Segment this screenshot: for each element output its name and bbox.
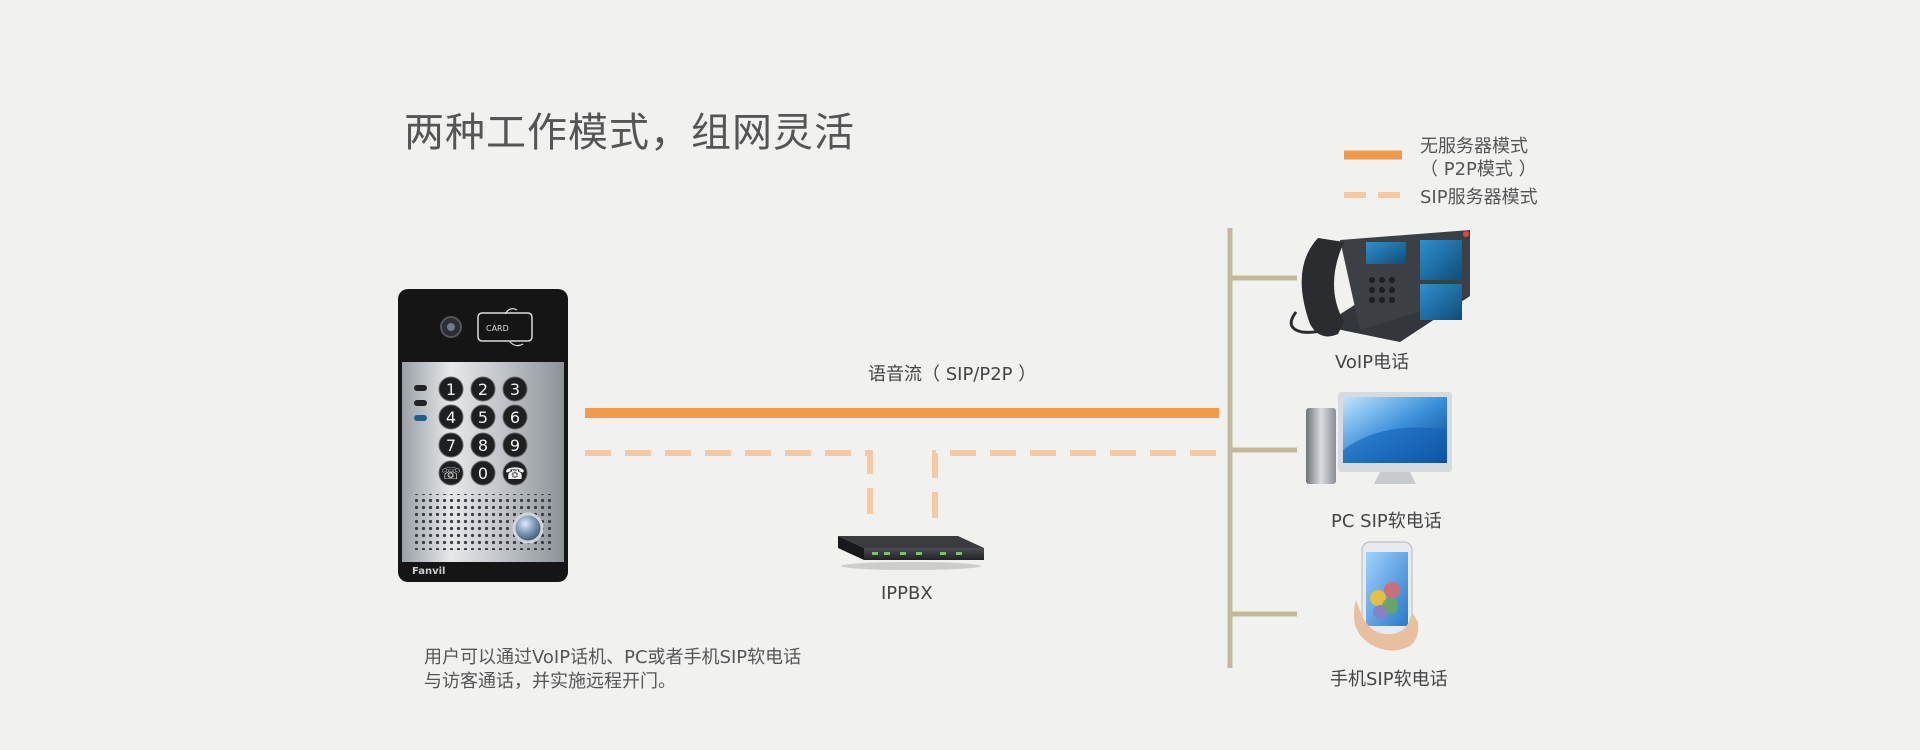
legend-sip-label: SIP服务器模式 (1420, 187, 1538, 208)
voip-phone-label: VoIP电话 (1335, 352, 1410, 373)
keypad-key-label: 0 (478, 464, 488, 483)
pc-soft-label: PC SIP软电话 (1331, 511, 1442, 532)
keypad-key-label: ☎ (505, 464, 525, 483)
sip-path-left (585, 450, 873, 518)
ippbx-label: IPPBX (881, 583, 933, 604)
keypad-key-label: 4 (446, 408, 456, 427)
keypad-key-label: 3 (510, 380, 520, 399)
door-open-button (512, 512, 544, 544)
keypad-key (470, 460, 496, 486)
keypad-key (470, 376, 496, 402)
keypad-key (470, 404, 496, 430)
keypad-key-label: ☏ (441, 464, 461, 483)
keypad-key (502, 432, 528, 458)
sip-path-right (932, 450, 1219, 518)
keypad: 1 2 3 4 5 6 7 8 9 ☏ 0 ☎ (438, 376, 528, 486)
legend-p2p-label-2: （ P2P模式 ） (1420, 159, 1537, 180)
keypad-key (438, 460, 464, 486)
keypad-key-label: 2 (478, 380, 488, 399)
keypad-key (438, 404, 464, 430)
keypad-key (502, 404, 528, 430)
description-line-2: 与访客通话，并实施远程开门。 (424, 671, 676, 692)
stream-label: 语音流（ SIP/P2P ） (868, 364, 1037, 385)
keypad-key-label: 8 (478, 436, 488, 455)
page-title: 两种工作模式，组网灵活 (404, 110, 855, 156)
keypad-key-label: 6 (510, 408, 520, 427)
keypad-key-label: 5 (478, 408, 488, 427)
mobile-soft-label: 手机SIP软电话 (1330, 669, 1448, 690)
keypad-key (438, 376, 464, 402)
keypad-key (470, 432, 496, 458)
keypad-key (502, 460, 528, 486)
keypad-key-label: 7 (446, 436, 456, 455)
keypad-key (438, 432, 464, 458)
legend-p2p-label-1: 无服务器模式 (1420, 136, 1528, 157)
keypad-key-label: 1 (446, 380, 456, 399)
keypad-key (502, 376, 528, 402)
keypad-key-label: 9 (510, 436, 520, 455)
description-line-1: 用户可以通过VoIP话机、PC或者手机SIP软电话 (424, 647, 802, 668)
card-text: CARD (486, 324, 509, 333)
brand-logo: Fanvil (412, 566, 446, 577)
